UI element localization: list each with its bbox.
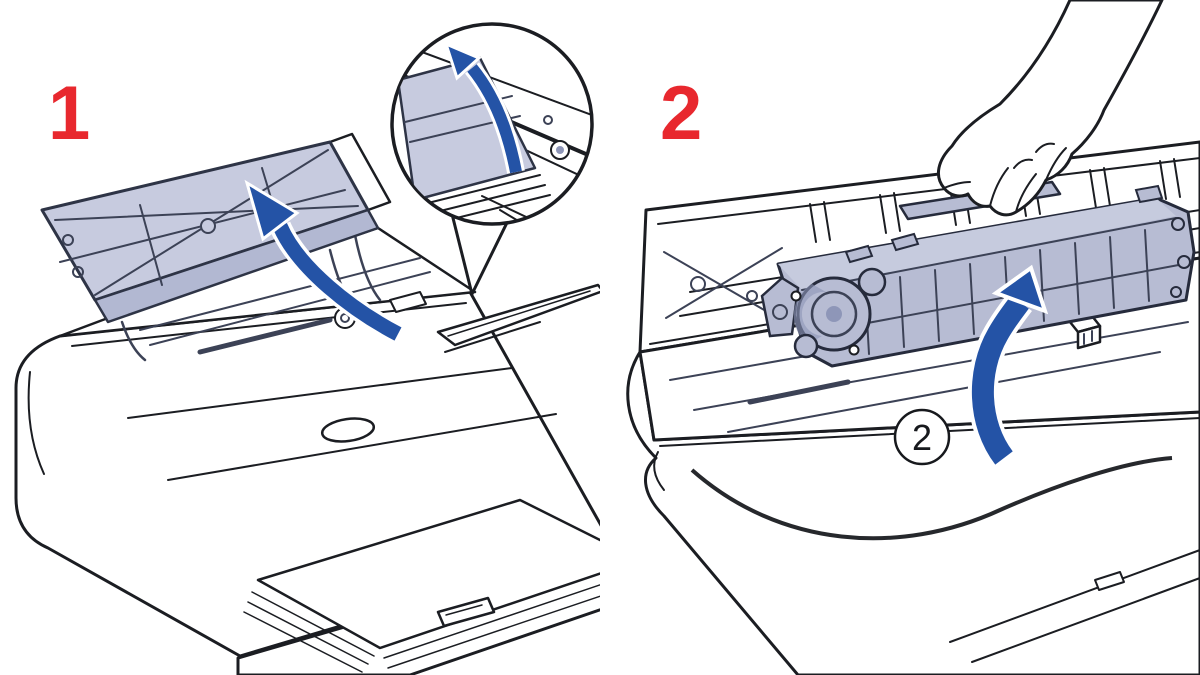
printer-top-cover-open xyxy=(40,132,392,324)
interior-step-marker: 2 xyxy=(893,408,951,466)
paper-tray xyxy=(236,498,600,675)
step-number-1: 1 xyxy=(48,71,90,156)
cover-ribs xyxy=(809,158,1181,243)
panel-step-2: 2 xyxy=(600,0,1200,675)
paper-stack xyxy=(256,498,600,650)
cartridge-gear-cluster xyxy=(760,267,887,359)
open-cover-arrow-icon xyxy=(244,179,404,344)
toner-cartridge xyxy=(760,180,1196,368)
step-number-2: 2 xyxy=(660,71,702,156)
panel-step-1: 1 xyxy=(14,22,600,675)
output-paper-edge xyxy=(436,283,600,353)
cartridge-removal-illustration: 2 xyxy=(626,0,1200,675)
screw-icon xyxy=(543,115,553,125)
inset-detail-content xyxy=(393,41,591,223)
hand xyxy=(936,0,1164,217)
interior-cable xyxy=(690,456,1173,541)
printer-open-cover-illustration xyxy=(14,22,600,675)
inset-arrow-icon xyxy=(443,41,525,174)
lift-cartridge-arrow-icon xyxy=(968,264,1049,468)
interior-roller-block xyxy=(1068,314,1102,350)
interior-marker-number: 2 xyxy=(912,417,932,458)
front-button xyxy=(320,417,376,443)
inset-detail-callout xyxy=(390,22,594,296)
